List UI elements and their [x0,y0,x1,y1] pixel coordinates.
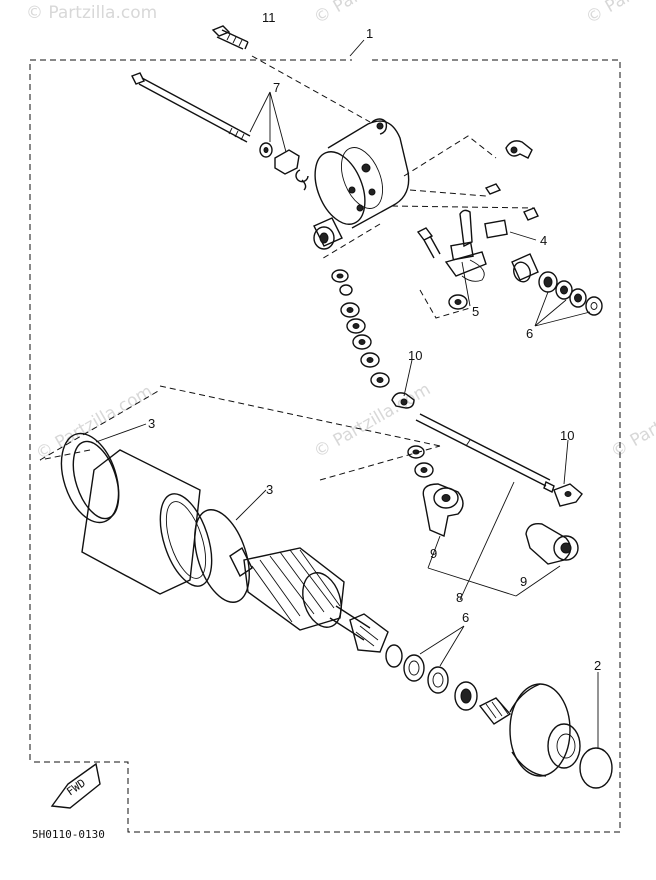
bolt-part-11 [211,25,249,50]
watermark-top-right: © Partzilla.com [583,0,656,28]
terminal-part-10-upper [391,392,415,409]
callout-3-right: 3 [266,482,273,497]
nut-washer-stack [331,269,468,388]
through-bolt-part-7 [131,72,309,191]
callout-10-upper: 10 [408,348,422,363]
o-ring-part-3-left [60,432,120,524]
assembly-boundary [29,59,621,833]
rear-cover [314,118,410,229]
fwd-label: FWD [64,776,88,798]
watermark-top-left: © Partzilla.com [26,3,157,23]
watermark-mid-left: © Partzilla.com [33,381,157,464]
brush-holder [416,183,539,282]
callout-9-right: 9 [520,574,527,589]
boot-part-9-right [525,523,579,565]
callout-4: 4 [540,233,547,248]
rubber-bushing [313,217,343,250]
leader-lines [95,39,599,748]
callouts: 11 1 7 4 5 6 10 3 10 3 9 9 8 6 2 [148,10,601,673]
callout-6-upper: 6 [526,326,533,341]
callout-11: 11 [262,10,276,25]
watermark-top-center: © Partzilla.com [311,0,435,28]
o-ring-part-2 [579,747,613,789]
callout-8: 8 [456,590,463,605]
relation-lines [39,55,535,481]
callout-2: 2 [594,658,601,673]
callout-10-right: 10 [560,428,574,443]
diagram-code: 5H0110-0130 [32,828,105,841]
boot-part-9-left [422,483,464,537]
bracket-part [505,140,533,159]
washers-part-6-lower [385,644,449,694]
fwd-arrow-icon: FWD [50,762,101,809]
callout-1: 1 [366,26,373,41]
callout-7: 7 [273,80,280,95]
front-cover [509,683,581,777]
bushing-part [511,253,539,283]
callout-6-lower: 6 [462,610,469,625]
callout-9-left: 9 [430,546,437,561]
washers-part-6-upper [538,271,603,316]
watermark-mid-right: © Partzilla.com [608,379,656,462]
rod-washers [407,445,434,478]
terminal-part-10-right [553,483,583,507]
bearing-part [454,681,512,725]
rod-part-8 [415,413,555,493]
armature [229,546,389,653]
o-ring-part-3-right [194,509,250,603]
yoke-housing [72,440,213,595]
callout-3-left: 3 [148,416,155,431]
watermarks: © Partzilla.com © Partzilla.com © Partzi… [26,0,656,464]
callout-5: 5 [472,304,479,319]
